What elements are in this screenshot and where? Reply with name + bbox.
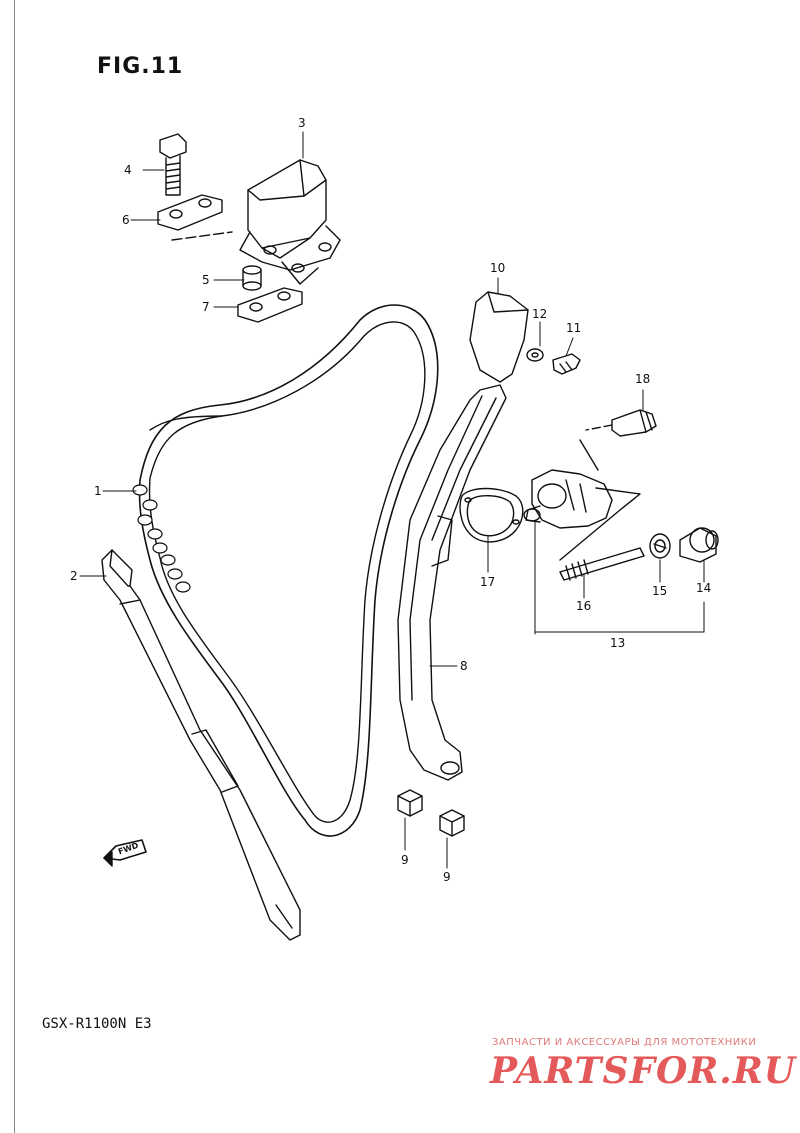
- callout-5: 5: [202, 273, 210, 287]
- part-7-plate: [237, 287, 303, 323]
- callout-10: 10: [490, 261, 506, 275]
- figure-title: FIG.11: [97, 54, 184, 79]
- callout-2: 2: [70, 569, 78, 583]
- callout-9a: 9: [401, 853, 409, 867]
- part-9-block-b: [439, 809, 465, 837]
- callout-17: 17: [480, 575, 496, 589]
- watermark-subtitle: ЗАПЧАСТИ И АКСЕССУАРЫ ДЛЯ МОТОТЕХНИКИ: [492, 1037, 757, 1048]
- callout-3: 3: [298, 116, 306, 130]
- part-8-tensioner-guide: [397, 384, 507, 781]
- part-9-block-a: [397, 789, 423, 817]
- part-10-cushion: [469, 291, 529, 383]
- callout-6: 6: [122, 213, 130, 227]
- part-6-plate: [157, 194, 233, 241]
- part-16-spring-rod: [559, 547, 645, 581]
- callout-15: 15: [652, 584, 668, 598]
- callout-11: 11: [566, 321, 582, 335]
- part-15-washer: [649, 533, 671, 559]
- part-11-bolt: [552, 353, 581, 375]
- part-18-bolt: [585, 409, 657, 437]
- callout-18: 18: [635, 372, 651, 386]
- part-17-gasket: [459, 487, 524, 543]
- left-margin-line: [14, 0, 15, 1133]
- leader-lines: [79, 131, 705, 869]
- part-3-guide-holder: [239, 159, 341, 285]
- part-4-bolt: [159, 133, 187, 196]
- callout-16: 16: [576, 599, 592, 613]
- callout-13: 13: [610, 636, 626, 650]
- part-5-bushing: [242, 265, 262, 291]
- callout-12: 12: [532, 307, 548, 321]
- part-1-cam-chain: [132, 304, 439, 837]
- part-12-washer: [526, 348, 544, 362]
- callout-4: 4: [124, 163, 132, 177]
- part-2-chain-guide: [101, 549, 301, 941]
- watermark-logo: PARTSFOR.RU: [490, 1050, 797, 1092]
- model-code: GSX-R1100N E3: [42, 1016, 152, 1032]
- callout-1: 1: [94, 484, 102, 498]
- callout-14: 14: [696, 581, 712, 595]
- tensioner-body: [523, 439, 641, 561]
- callout-7: 7: [202, 300, 210, 314]
- callout-9b: 9: [443, 870, 451, 884]
- fwd-arrow-icon: [103, 839, 147, 867]
- part-14-cap-bolt: [679, 527, 719, 563]
- callout-8: 8: [460, 659, 468, 673]
